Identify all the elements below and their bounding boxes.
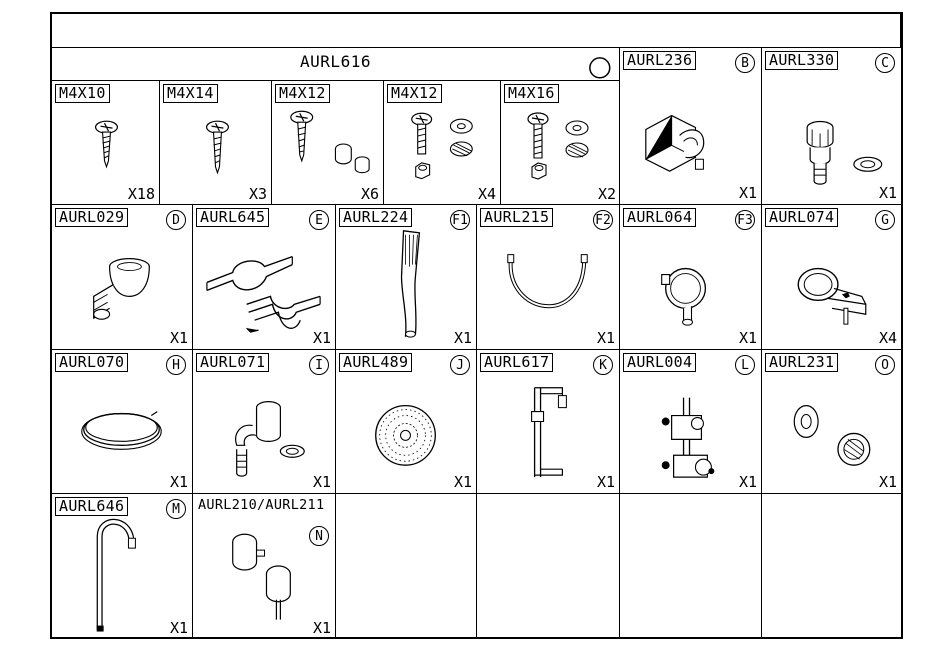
part-code: AURL236 — [623, 51, 696, 70]
part-letter: I — [309, 355, 329, 375]
part-letter: D — [166, 210, 186, 230]
empty-cell-4 — [762, 494, 901, 639]
part-cell-f1: AURL224 F1 X1 — [336, 205, 477, 350]
quantity: X1 — [313, 474, 331, 491]
quantity: X3 — [249, 186, 267, 203]
quantity: X1 — [597, 474, 615, 491]
part-letter: F2 — [593, 210, 613, 230]
part-cell-o: AURL231 O X1 — [762, 350, 901, 494]
quantity: X2 — [598, 186, 616, 203]
part-letter: G — [875, 210, 895, 230]
part-letter: O — [875, 355, 895, 375]
part-cell-n: AURL210/AURL211 N X1 — [193, 494, 336, 639]
part-code: M4X12 — [275, 84, 330, 103]
part-code: AURL330 — [765, 51, 838, 70]
empty-cell-1 — [336, 494, 477, 639]
part-letter: K — [593, 355, 613, 375]
part-letter: F3 — [735, 210, 755, 230]
screw-cell-4: M4X12 X4 — [384, 81, 501, 205]
screw-cell-3: M4X12 X6 — [272, 81, 384, 205]
part-code: AURL070 — [55, 353, 128, 372]
part-cell-f2: AURL215 F2 X1 — [477, 205, 620, 350]
quantity: X6 — [361, 186, 379, 203]
part-letter: H — [166, 355, 186, 375]
quantity: X1 — [879, 474, 897, 491]
part-cell-c: AURL330 C X1 — [762, 48, 901, 205]
quantity: X1 — [170, 330, 188, 347]
part-letter: E — [309, 210, 329, 230]
part-letter: N — [309, 526, 329, 546]
part-cell-f3: AURL064 F3 X1 — [620, 205, 762, 350]
part-code: AURL617 — [480, 353, 553, 372]
part-cell-j: AURL489 J X1 — [336, 350, 477, 494]
screw-cell-5: M4X16 X2 — [501, 81, 620, 205]
part-code: M4X14 — [163, 84, 218, 103]
part-cell-e: AURL645 E X1 — [193, 205, 336, 350]
quantity: X4 — [879, 330, 897, 347]
quantity: X1 — [170, 474, 188, 491]
empty-cell-3 — [620, 494, 762, 639]
part-cell-b: AURL236 B X1 — [620, 48, 762, 205]
part-cell-g: AURL074 G X4 — [762, 205, 901, 350]
quantity: X4 — [478, 186, 496, 203]
part-code: AURL210/AURL211 — [196, 497, 326, 514]
part-code: AURL004 — [623, 353, 696, 372]
quantity: X1 — [739, 185, 757, 202]
screw-cell-1: M4X10 X18 — [52, 81, 160, 205]
quantity: X1 — [739, 330, 757, 347]
screw-cell-2: M4X14 X3 — [160, 81, 272, 205]
quantity: X1 — [313, 330, 331, 347]
quantity: X18 — [128, 186, 155, 203]
part-letter: F1 — [450, 210, 470, 230]
part-letter: L — [735, 355, 755, 375]
part-letter: B — [735, 53, 755, 73]
parts-sheet: AURL616 M4X10 X18 M4X14 X3 M4 — [50, 12, 903, 639]
part-code: AURL645 — [196, 208, 269, 227]
part-letter: C — [875, 53, 895, 73]
part-cell-m: AURL646 M X1 — [52, 494, 193, 639]
part-code: AURL224 — [339, 208, 412, 227]
part-letter: J — [450, 355, 470, 375]
part-letter: M — [166, 499, 186, 519]
part-cell-i: AURL071 I X1 — [193, 350, 336, 494]
part-code: M4X12 — [387, 84, 442, 103]
quantity: X1 — [454, 330, 472, 347]
group-title: AURL616 — [52, 53, 619, 71]
part-code: AURL074 — [765, 208, 838, 227]
part-code: AURL064 — [623, 208, 696, 227]
part-cell-k: AURL617 K X1 — [477, 350, 620, 494]
part-cell-l: AURL004 L X1 — [620, 350, 762, 494]
part-cell-h: AURL070 H X1 — [52, 350, 193, 494]
part-code: M4X10 — [55, 84, 110, 103]
quantity: X1 — [739, 474, 757, 491]
header-band — [52, 14, 901, 48]
part-code: AURL071 — [196, 353, 269, 372]
empty-cell-2 — [477, 494, 620, 639]
quantity: X1 — [879, 185, 897, 202]
part-cell-d: AURL029 D X1 — [52, 205, 193, 350]
valve-handle-icon — [193, 494, 335, 639]
group-cell-aurl616: AURL616 M4X10 X18 M4X14 X3 M4 — [52, 48, 620, 205]
quantity: X1 — [597, 330, 615, 347]
quantity: X1 — [454, 474, 472, 491]
part-code: AURL646 — [55, 497, 128, 516]
part-code: M4X16 — [504, 84, 559, 103]
part-code: AURL215 — [480, 208, 553, 227]
quantity: X1 — [170, 620, 188, 637]
part-code: AURL231 — [765, 353, 838, 372]
quantity: X1 — [313, 620, 331, 637]
part-code: AURL489 — [339, 353, 412, 372]
part-code: AURL029 — [55, 208, 128, 227]
